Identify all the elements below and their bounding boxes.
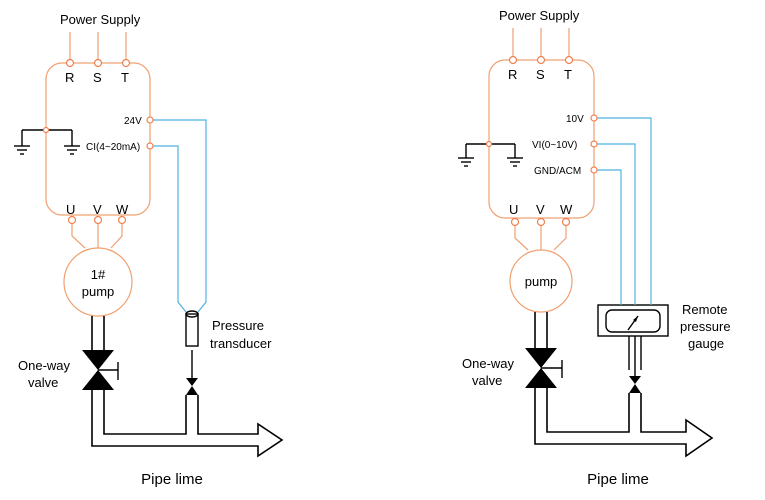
left-label-u: U	[66, 202, 75, 217]
right-pump-label: pump	[525, 274, 558, 289]
right-label-w: W	[560, 202, 573, 217]
left-pipe-line	[91, 390, 284, 458]
left-label-24v: 24V	[124, 116, 142, 127]
right-terminal-w	[561, 217, 571, 227]
right-terminal-s	[536, 55, 546, 65]
left-pressure-transducer	[185, 313, 199, 347]
right-pipe-line	[534, 388, 714, 458]
right-wire-10v	[597, 117, 652, 305]
left-power-supply-label: Power Supply	[60, 12, 141, 27]
left-label-w: W	[116, 202, 129, 217]
left-ground-terminal	[42, 126, 50, 134]
right-gauge-label-2: pressure	[680, 319, 731, 334]
right-label-vi: VI(0~10V)	[532, 140, 577, 151]
right-label-u: U	[509, 202, 518, 217]
left-wire-24v	[153, 119, 207, 313]
left-one-way-valve	[82, 350, 119, 390]
right-inverter-box	[488, 59, 595, 219]
left-pump-label-2: pump	[82, 284, 115, 299]
right-label-10v: 10V	[566, 114, 584, 125]
right-terminal-v	[536, 217, 546, 227]
left-valve-label-2: valve	[28, 375, 58, 390]
left-label-ci: CI(4~20mA)	[86, 142, 140, 153]
left-label-s: S	[93, 70, 102, 85]
left-terminal-v	[93, 215, 103, 225]
right-one-way-valve	[525, 348, 563, 388]
right-gauge-label-3: gauge	[688, 336, 724, 351]
right-pipe-label: Pipe lime	[587, 471, 649, 488]
left-label-r: R	[65, 70, 74, 85]
left-terminal-24v	[146, 116, 154, 124]
right-terminal-u	[510, 217, 520, 227]
left-sensor-label-1: Pressure	[212, 318, 264, 333]
left-inverter-box	[45, 62, 151, 216]
left-pipe-label: Pipe lime	[141, 471, 203, 488]
right-label-v: V	[536, 202, 545, 217]
left-pump-label-1: 1#	[91, 267, 106, 282]
left-wire-ci	[153, 145, 187, 313]
left-valve-label-1: One-way	[18, 358, 71, 373]
left-terminal-u	[67, 215, 77, 225]
right-label-s: S	[536, 67, 545, 82]
right-valve-label-1: One-way	[462, 356, 515, 371]
left-terminal-r	[65, 58, 75, 68]
remote-pressure-gauge	[597, 304, 669, 337]
left-terminal-s	[93, 58, 103, 68]
left-label-v: V	[93, 202, 102, 217]
left-pump	[63, 247, 133, 317]
right-power-supply-label: Power Supply	[499, 8, 580, 23]
right-terminal-t	[564, 55, 574, 65]
left-label-t: T	[121, 70, 129, 85]
right-terminal-10v	[590, 114, 598, 122]
right-pump	[509, 249, 573, 313]
left-sensor-label-2: transducer	[210, 336, 272, 351]
right-diagram: Power Supply R S T 10V VI(0~10V) GND/ACM	[458, 8, 731, 488]
right-label-r: R	[508, 67, 517, 82]
right-terminal-gnd	[590, 166, 598, 174]
right-wire-vi	[597, 143, 636, 305]
right-ground-terminal	[485, 140, 493, 148]
left-terminal-w	[117, 215, 127, 225]
right-terminal-r	[508, 55, 518, 65]
right-label-t: T	[564, 67, 572, 82]
left-terminal-t	[121, 58, 131, 68]
right-gauge-label-1: Remote	[682, 302, 728, 317]
right-valve-label-2: valve	[472, 373, 502, 388]
right-label-gnd: GND/ACM	[534, 166, 581, 177]
left-diagram: Power Supply R S T 24V CI(4~20mA)	[14, 12, 284, 488]
right-terminal-vi	[590, 140, 598, 148]
right-wire-gnd	[597, 169, 622, 305]
left-terminal-ci	[146, 142, 154, 150]
